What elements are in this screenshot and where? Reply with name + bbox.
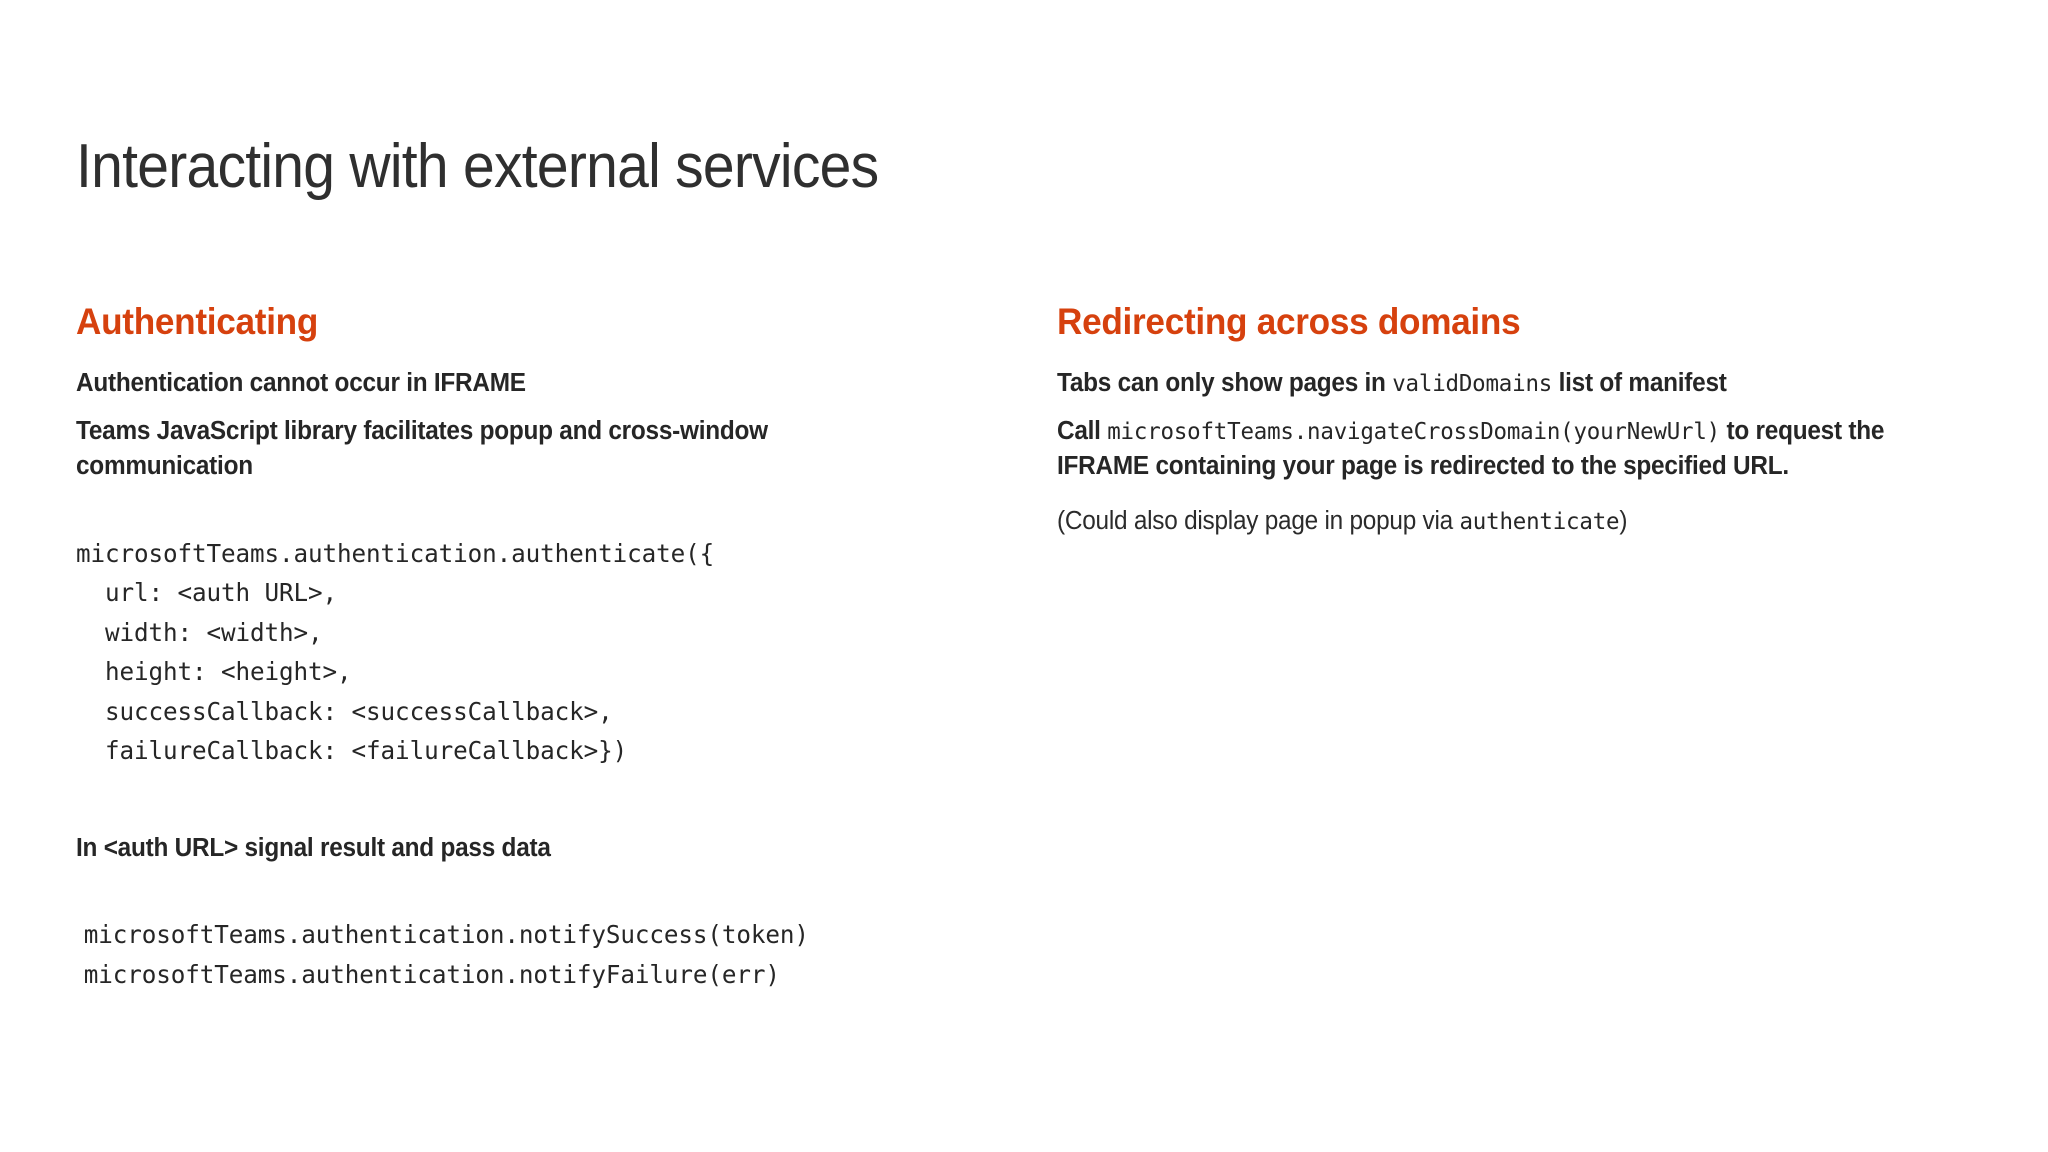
text-fragment: Tabs can only show pages in bbox=[1057, 368, 1393, 397]
right-paragraph-navigate-cross-domain: Call microsoftTeams.navigateCrossDomain(… bbox=[1057, 414, 1917, 483]
right-column-heading: Redirecting across domains bbox=[1057, 301, 1521, 342]
spacer bbox=[76, 504, 976, 534]
text-fragment: Call bbox=[1057, 417, 1108, 446]
left-paragraph-signal-result: In <auth URL> signal result and pass dat… bbox=[76, 833, 551, 862]
text-fragment: ) bbox=[1619, 506, 1628, 535]
text-fragment: list of manifest bbox=[1552, 368, 1727, 397]
code-valid-domains: validDomains bbox=[1392, 368, 1553, 397]
left-paragraph-library: Teams JavaScript library facilitates pop… bbox=[76, 417, 768, 480]
text-fragment: to request the IFRAME containing your pa… bbox=[1057, 417, 1885, 480]
right-column: Redirecting across domains Tabs can only… bbox=[1057, 300, 1957, 558]
right-paragraph-popup-note: (Could also display page in popup via au… bbox=[1057, 504, 1917, 539]
page-title: Interacting with external services bbox=[76, 131, 879, 201]
text-fragment: (Could also display page in popup via bbox=[1057, 506, 1460, 535]
spacer bbox=[76, 771, 976, 831]
left-column: Authenticating Authentication cannot occ… bbox=[76, 300, 976, 994]
code-block-notify: microsoftTeams.authentication.notifySucc… bbox=[83, 920, 809, 989]
code-navigate-cross-domain: microsoftTeams.navigateCrossDomain(yourN… bbox=[1107, 417, 1720, 446]
left-paragraph-iframe: Authentication cannot occur in IFRAME bbox=[76, 368, 526, 397]
code-block-authenticate: microsoftTeams.authentication.authentica… bbox=[76, 538, 715, 766]
left-column-heading: Authenticating bbox=[76, 301, 319, 342]
right-paragraph-valid-domains: Tabs can only show pages in validDomains… bbox=[1057, 366, 1917, 401]
code-authenticate: authenticate bbox=[1459, 506, 1620, 535]
spacer bbox=[76, 885, 976, 915]
